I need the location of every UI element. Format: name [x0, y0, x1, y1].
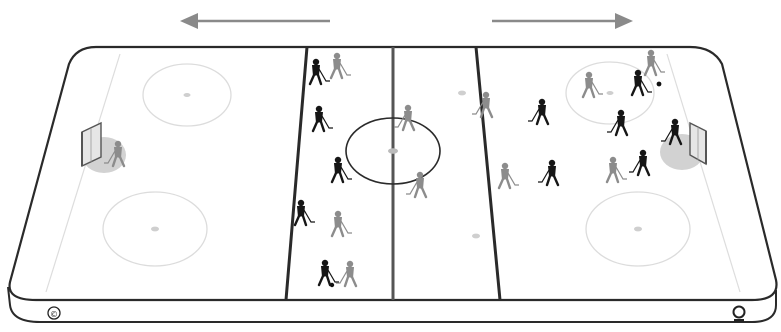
arrow-left-icon — [180, 13, 330, 29]
arrow-right-icon — [492, 13, 633, 29]
direction-arrows — [180, 13, 633, 29]
puck-icon — [657, 82, 662, 87]
logo-icon — [734, 307, 745, 323]
puck-icon — [330, 283, 334, 287]
center-ice-dot — [388, 148, 398, 154]
neutral-dot-top-right — [458, 91, 466, 96]
neutral-dot-bottom-right — [472, 234, 480, 239]
copyright-mark: © — [50, 310, 58, 319]
